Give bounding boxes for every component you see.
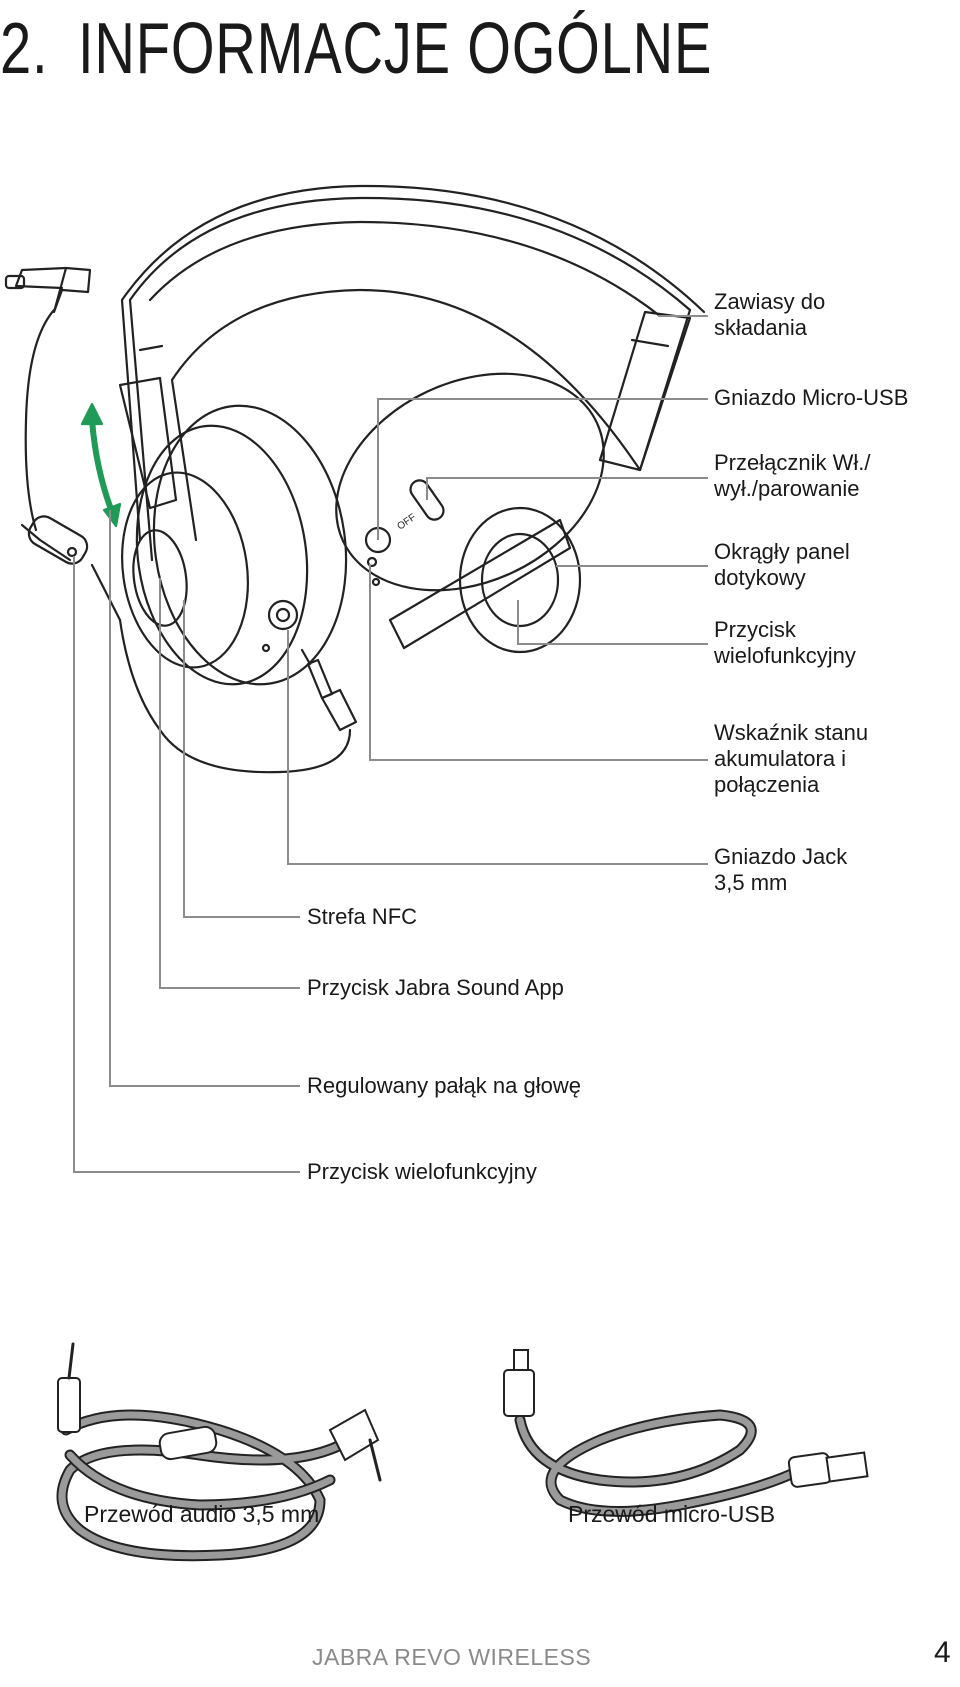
callout-headband: Regulowany pałąk na głowę — [307, 1073, 581, 1098]
headband-arrow-top — [80, 402, 104, 426]
leader-headband — [109, 510, 300, 1087]
left-earcup-drawing — [121, 404, 348, 686]
switch-off-label: OFF — [395, 512, 418, 532]
callout-nfc-zone: Strefa NFC — [307, 904, 418, 929]
headband-adjust-arrow — [89, 417, 115, 515]
callout-power-switch: Przełącznik Wł./ wył./parowanie — [714, 450, 871, 501]
leader-micro-usb — [377, 398, 708, 540]
leader-power-switch — [426, 477, 708, 500]
leader-cable-button — [73, 556, 300, 1173]
headset-jack-plug — [300, 648, 358, 732]
footer-brand: JABRA REVO WIRELESS — [312, 1644, 592, 1670]
audio-cable-drawing — [56, 1342, 382, 1562]
leader-battery — [369, 564, 708, 761]
section-title: INFORMACJE OGÓLNE — [78, 9, 713, 89]
caption-usb-cable: Przewód micro-USB — [568, 1501, 776, 1527]
headband-drawing — [118, 184, 706, 562]
section-number: 2. — [0, 9, 49, 89]
right-earcup-drawing: OFF — [335, 372, 605, 654]
caption-audio-cable: Przewód audio 3,5 mm — [84, 1501, 320, 1527]
callout-micro-usb: Gniazdo Micro-USB — [714, 385, 909, 410]
callout-hinges: Zawiasy do składania — [714, 289, 826, 340]
callout-battery-indicator: Wskaźnik stanu akumulatora i połączenia — [714, 720, 869, 797]
callout-cable-button: Przycisk wielofunkcyjny — [307, 1159, 537, 1184]
leader-jack — [287, 630, 708, 865]
section-heading: 2. INFORMACJE OGÓLNE — [0, 8, 712, 90]
leader-sound-app — [159, 578, 300, 989]
callout-sound-app-button: Przycisk Jabra Sound App — [307, 975, 564, 1000]
headset-cable — [4, 266, 352, 774]
headband-arrow-bottom — [102, 502, 122, 528]
callout-touch-panel: Okrągły panel dotykowy — [714, 539, 850, 590]
page-number: 4 — [934, 1636, 951, 1669]
leader-multifunction — [517, 600, 708, 645]
callout-multifunction-button: Przycisk wielofunkcyjny — [714, 617, 856, 668]
callout-jack-port: Gniazdo Jack 3,5 mm — [714, 844, 848, 895]
usb-cable-drawing — [503, 1349, 869, 1517]
leader-nfc — [183, 600, 300, 918]
